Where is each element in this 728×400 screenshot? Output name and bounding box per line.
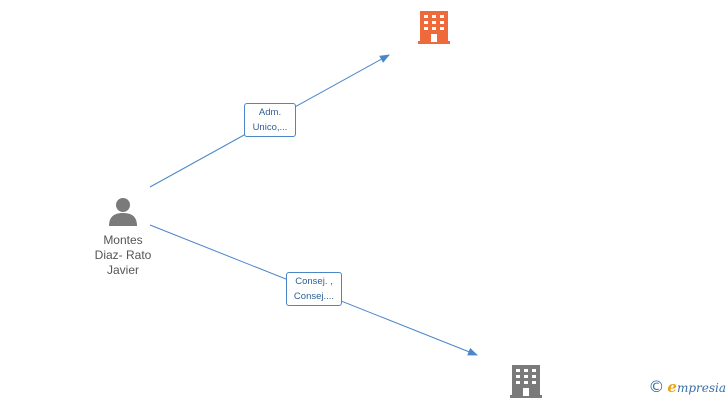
person-name-line: Diaz- Rato — [94, 248, 152, 262]
brand-watermark: © empresia — [648, 377, 726, 396]
edge-label-line: Consej.... — [293, 291, 335, 302]
person-node[interactable]: Montes Diaz- Rato Javier — [82, 196, 164, 278]
building-icon[interactable] — [418, 10, 450, 44]
person-name: Montes Diaz- Rato Javier — [82, 233, 164, 278]
edge-label-line: Consej. , — [295, 276, 333, 287]
edge-label-role-top[interactable]: Adm. Unico,... — [244, 103, 296, 137]
brand-name: empresia — [667, 378, 726, 396]
copyright-symbol: © — [648, 377, 665, 396]
edge-label-role-bottom[interactable]: Consej. , Consej.... — [286, 272, 342, 306]
person-icon — [109, 198, 137, 226]
edge-label-line: Adm. — [258, 107, 282, 118]
edge-label-line: Unico,... — [252, 122, 288, 133]
building-icon[interactable] — [510, 364, 542, 398]
brand-initial: e — [667, 377, 677, 396]
person-name-line: Javier — [106, 263, 139, 277]
brand-name-rest: mpresia — [676, 380, 726, 395]
person-name-line: Montes — [103, 233, 143, 247]
